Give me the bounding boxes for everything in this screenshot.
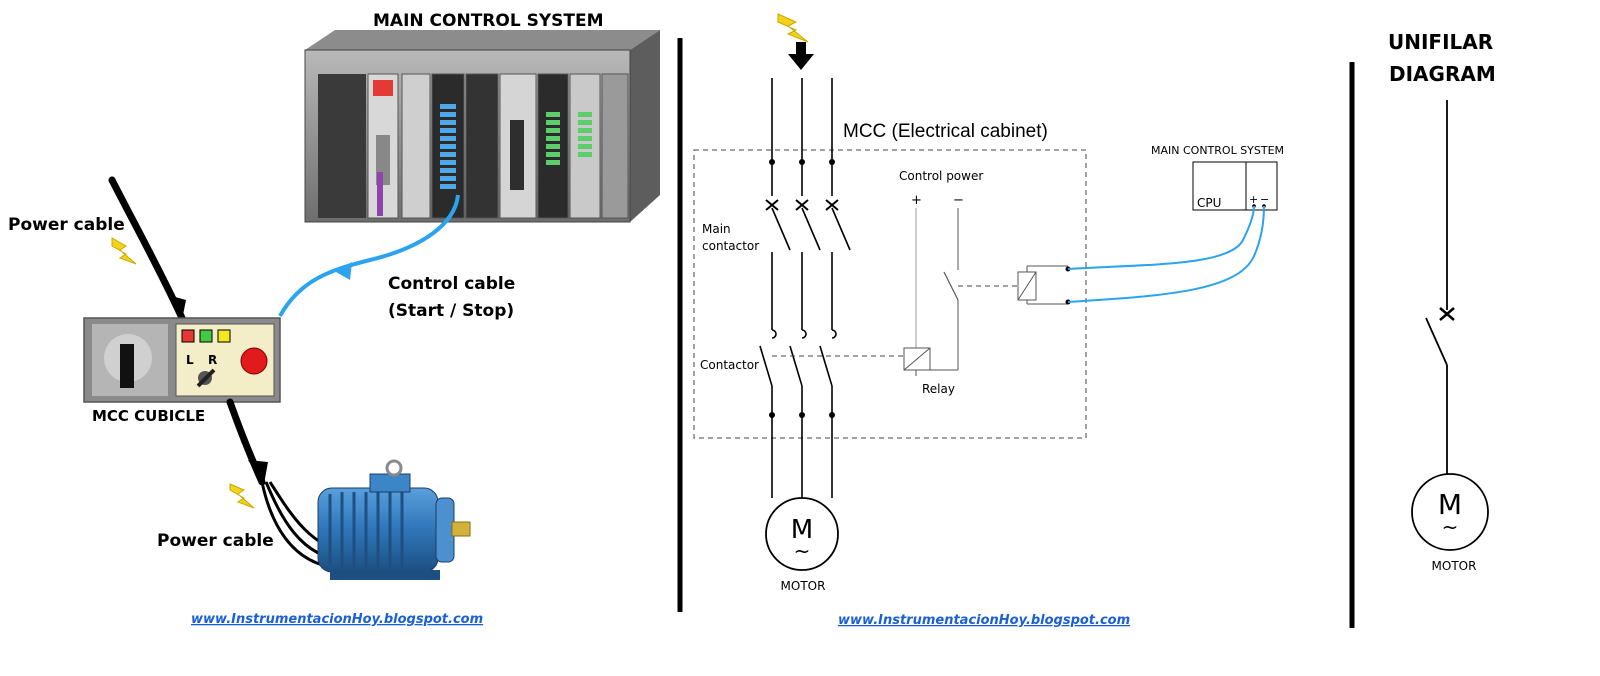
motor-symbol: M: [791, 515, 813, 545]
phase-lines: [759, 78, 851, 498]
relay-label: Relay: [922, 382, 955, 396]
motor-label: MOTOR: [781, 579, 826, 593]
plc-rack-image: [304, 30, 660, 223]
control-power-plus: +: [911, 193, 922, 208]
yellow-indicator-lamp: [217, 329, 231, 343]
cpu-minus: −: [1260, 193, 1269, 206]
relay-coil: [903, 347, 931, 371]
unifilar-title: UNIFILAR: [1388, 30, 1493, 54]
lightning-icon-center: [777, 13, 809, 43]
stop-button[interactable]: [240, 347, 268, 375]
website-link-center[interactable]: www.InstrumentacionHoy.blogspot.com: [838, 613, 1130, 628]
unifilar-motor-symbol: M: [1438, 488, 1462, 521]
power-cable-arrow: [168, 295, 186, 320]
main-disconnect-handle[interactable]: [120, 344, 134, 388]
website-link-left[interactable]: www.InstrumentacionHoy.blogspot.com: [191, 612, 483, 627]
green-indicator-lamp: [199, 329, 213, 343]
motor-symbol-circle: [765, 497, 839, 571]
power-cable-bottom-label: Power cable: [157, 531, 274, 551]
cpu-label: CPU: [1197, 196, 1221, 210]
breaker-marks: [765, 199, 839, 211]
lightning-icon: [111, 237, 137, 265]
right-panel: UNIFILAR DIAGRAM M ~ MOTOR: [1388, 30, 1496, 573]
switch-left-label: L: [186, 353, 194, 367]
motor-image: [317, 459, 471, 580]
left-panel: MAIN CONTROL SYSTEM: [8, 11, 660, 627]
main-contactor-label-2: contactor: [702, 239, 759, 253]
selector-switch[interactable]: [196, 368, 216, 388]
control-cable-plus: [1067, 205, 1255, 270]
unifilar-subtitle: DIAGRAM: [1389, 62, 1496, 86]
unifilar-line: [1425, 100, 1448, 478]
motor-tilde: ~: [794, 539, 811, 563]
center-panel: MCC (Electrical cabinet): [693, 13, 1284, 628]
control-power-minus: −: [953, 193, 964, 208]
switch-right-label: R: [208, 353, 217, 367]
main-contactor-label: Main: [702, 222, 731, 236]
cpu-box: [1192, 161, 1278, 211]
unifilar-motor-label: MOTOR: [1432, 559, 1477, 573]
mcc-cubicle: L R: [83, 317, 281, 403]
cabinet-boundary: [693, 149, 1087, 439]
unifilar-motor-circle: [1411, 473, 1489, 551]
terminal-dots: [769, 159, 835, 418]
cpu-plus: +: [1249, 193, 1258, 206]
interface-relay-coil: [1017, 265, 1071, 305]
mcc-cubicle-label: MCC CUBICLE: [92, 407, 205, 425]
control-cable-arrow: [336, 262, 352, 280]
main-control-system-title: MAIN CONTROL SYSTEM: [373, 11, 604, 31]
control-cable-sublabel: (Start / Stop): [388, 301, 514, 321]
control-cable-minus: [1067, 205, 1265, 303]
control-circuit: [772, 208, 1018, 376]
unifilar-breaker-mark: [1439, 307, 1455, 321]
power-supply-arrow: [788, 42, 814, 70]
control-cable: [278, 194, 460, 317]
lightning-icon-bottom: [229, 483, 255, 509]
cabinet-title: MCC (Electrical cabinet): [843, 121, 1048, 142]
control-cable-label: Control cable: [388, 274, 515, 294]
control-power-label: Control power: [899, 169, 983, 183]
red-indicator-lamp: [181, 329, 195, 343]
power-cable-top-label: Power cable: [8, 215, 125, 235]
unifilar-motor-tilde: ~: [1442, 515, 1459, 539]
contactor-label: Contactor: [700, 358, 759, 372]
mcs-label: MAIN CONTROL SYSTEM: [1151, 144, 1284, 157]
